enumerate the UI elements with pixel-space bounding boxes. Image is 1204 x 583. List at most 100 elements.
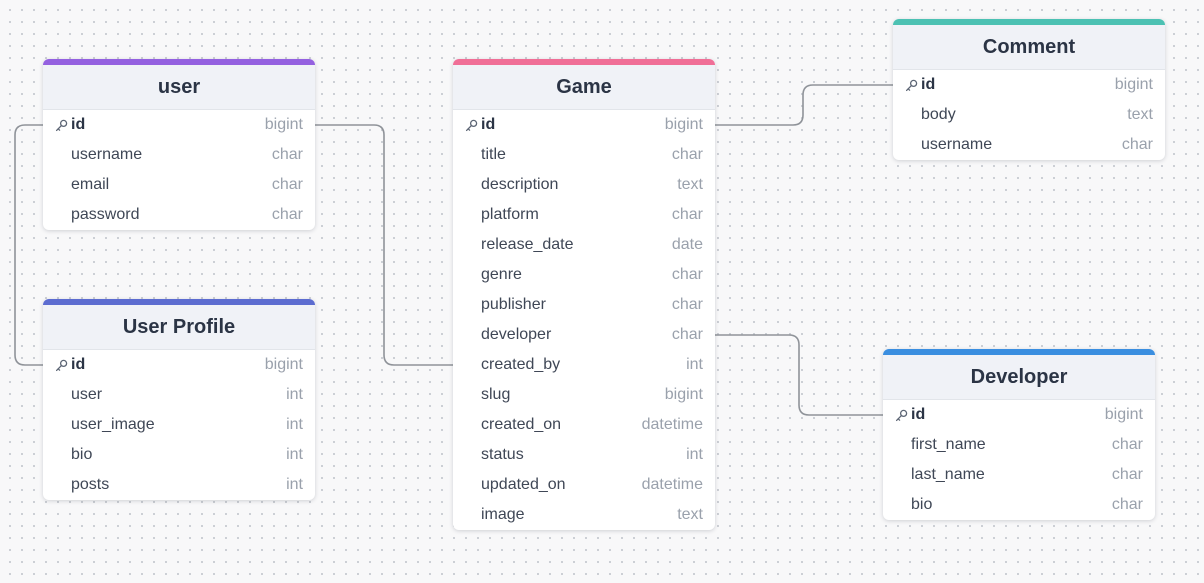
field-type: char: [1111, 436, 1143, 453]
primary-key-row[interactable]: id bigint: [453, 110, 715, 140]
field-type: text: [677, 506, 703, 523]
field-name: developer: [481, 326, 552, 343]
field-type: char: [671, 146, 703, 163]
field-row[interactable]: email char: [43, 170, 315, 200]
field-type: date: [671, 236, 703, 253]
field-name: image: [481, 506, 525, 523]
field-type: char: [1121, 136, 1153, 153]
field-type: char: [271, 146, 303, 163]
table-title[interactable]: User Profile: [43, 305, 315, 350]
field-type: char: [671, 296, 703, 313]
key-icon: [905, 79, 921, 92]
connector-user-game[interactable]: [315, 124, 453, 366]
field-row[interactable]: body text: [893, 100, 1165, 130]
key-icon: [895, 409, 911, 422]
field-type: char: [271, 176, 303, 193]
field-name: username: [71, 146, 143, 163]
field-type: datetime: [641, 416, 703, 433]
field-type: int: [286, 416, 303, 433]
field-name: updated_on: [481, 476, 566, 493]
table-color-stripe: [883, 349, 1155, 355]
field-row[interactable]: first_name char: [883, 430, 1155, 460]
field-name: description: [481, 176, 559, 193]
field-name: id: [481, 116, 496, 133]
field-name: title: [481, 146, 506, 163]
field-name: bio: [71, 446, 93, 463]
field-type: text: [1127, 106, 1153, 123]
field-row[interactable]: title char: [453, 140, 715, 170]
connector-game-developer[interactable]: [715, 334, 883, 416]
field-name: id: [911, 406, 926, 423]
field-name: last_name: [911, 466, 985, 483]
field-row[interactable]: slug bigint: [453, 380, 715, 410]
field-name: id: [71, 356, 86, 373]
field-name: created_on: [481, 416, 562, 433]
table-title[interactable]: user: [43, 65, 315, 110]
field-row[interactable]: updated_on datetime: [453, 470, 715, 500]
field-name: platform: [481, 206, 539, 223]
field-name: slug: [481, 386, 511, 403]
key-icon: [55, 119, 71, 132]
field-name: posts: [71, 476, 110, 493]
field-row[interactable]: created_on datetime: [453, 410, 715, 440]
field-name: username: [921, 136, 993, 153]
primary-key-row[interactable]: id bigint: [883, 400, 1155, 430]
table-color-stripe: [453, 59, 715, 65]
field-type: bigint: [1114, 76, 1153, 93]
primary-key-row[interactable]: id bigint: [43, 350, 315, 380]
field-type: char: [671, 206, 703, 223]
field-name: status: [481, 446, 524, 463]
connector-game-comment[interactable]: [715, 84, 893, 126]
connector-user-userprofile[interactable]: [14, 124, 43, 366]
field-name: first_name: [911, 436, 986, 453]
table-color-stripe: [43, 59, 315, 65]
field-row[interactable]: image text: [453, 500, 715, 530]
field-type: char: [271, 206, 303, 223]
field-row[interactable]: last_name char: [883, 460, 1155, 490]
field-name: user: [71, 386, 103, 403]
field-row[interactable]: posts int: [43, 470, 315, 500]
field-name: created_by: [481, 356, 561, 373]
field-row[interactable]: user_image int: [43, 410, 315, 440]
field-name: body: [921, 106, 956, 123]
field-row[interactable]: password char: [43, 200, 315, 230]
table-comment[interactable]: Comment id bigint body text username char: [893, 19, 1165, 160]
table-title[interactable]: Comment: [893, 25, 1165, 70]
field-name: password: [71, 206, 140, 223]
field-type: bigint: [264, 116, 303, 133]
table-title[interactable]: Developer: [883, 355, 1155, 400]
field-row[interactable]: publisher char: [453, 290, 715, 320]
field-type: datetime: [641, 476, 703, 493]
field-row[interactable]: platform char: [453, 200, 715, 230]
table-title[interactable]: Game: [453, 65, 715, 110]
field-row[interactable]: username char: [893, 130, 1165, 160]
field-name: id: [921, 76, 936, 93]
field-name: email: [71, 176, 110, 193]
field-type: bigint: [264, 356, 303, 373]
field-type: char: [1111, 496, 1143, 513]
field-type: bigint: [1104, 406, 1143, 423]
field-type: char: [1111, 466, 1143, 483]
primary-key-row[interactable]: id bigint: [893, 70, 1165, 100]
field-type: char: [671, 266, 703, 283]
field-row[interactable]: username char: [43, 140, 315, 170]
field-type: int: [286, 476, 303, 493]
field-type: bigint: [664, 116, 703, 133]
field-type: bigint: [664, 386, 703, 403]
field-name: user_image: [71, 416, 155, 433]
field-name: publisher: [481, 296, 546, 313]
